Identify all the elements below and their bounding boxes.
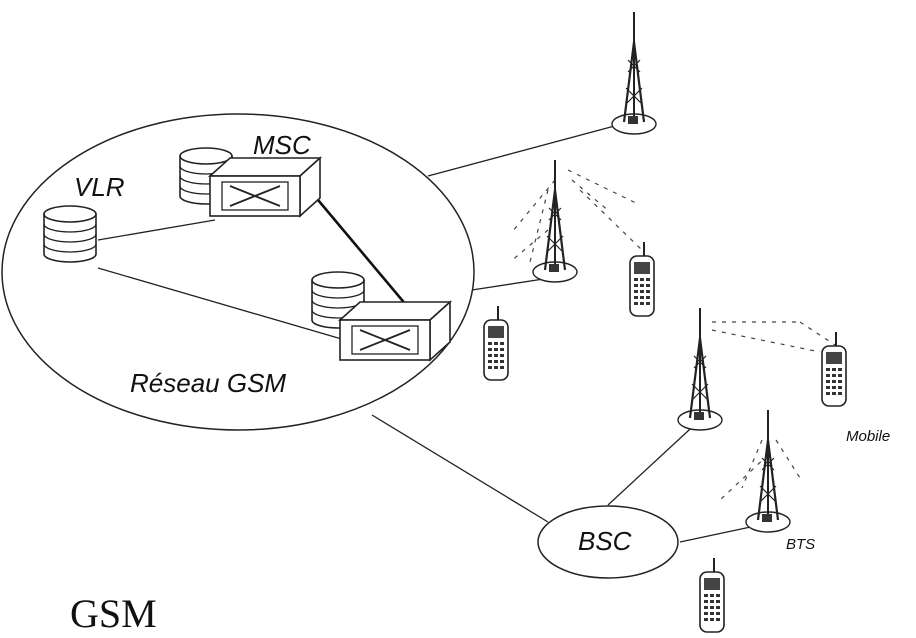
- bsc-node: [537, 505, 679, 579]
- vlr-label: VLR: [74, 172, 125, 202]
- link-network-tower2: [471, 277, 551, 291]
- msc2-switch-icon: [339, 301, 451, 361]
- mobile-phone-icon-4: [699, 557, 725, 633]
- antenna-tower-icon-3: [676, 306, 724, 432]
- bsc-label: BSC: [578, 526, 632, 556]
- caption-text: GSM: [70, 591, 157, 636]
- antenna-tower-icon-1: [610, 10, 658, 136]
- link-vlr-msc2: [97, 267, 346, 341]
- mobile-label: Mobile: [846, 428, 891, 445]
- antenna-tower-icon-4: [744, 408, 792, 534]
- link-network-bsc: [371, 414, 549, 523]
- vlr-database-icon: [43, 205, 97, 263]
- mobile-phone-icon-2: [483, 305, 509, 381]
- msc-switch-icon: [209, 157, 321, 217]
- antenna-tower-icon-2: [531, 158, 579, 284]
- link-vlr-msc: [97, 219, 216, 241]
- link-bsc-tower4: [679, 524, 761, 543]
- link-network-tower1: [427, 123, 623, 177]
- msc-label: MSC: [253, 130, 311, 160]
- mobile-phone-icon-1: [629, 241, 655, 317]
- mobile-phone-icon-3: [821, 331, 847, 407]
- link-msc-msc2: [307, 187, 413, 313]
- bts-label: BTS: [786, 536, 816, 553]
- gsm-network-boundary: [1, 113, 475, 431]
- network-label: Réseau GSM: [130, 368, 287, 398]
- link-bsc-tower3: [607, 417, 703, 506]
